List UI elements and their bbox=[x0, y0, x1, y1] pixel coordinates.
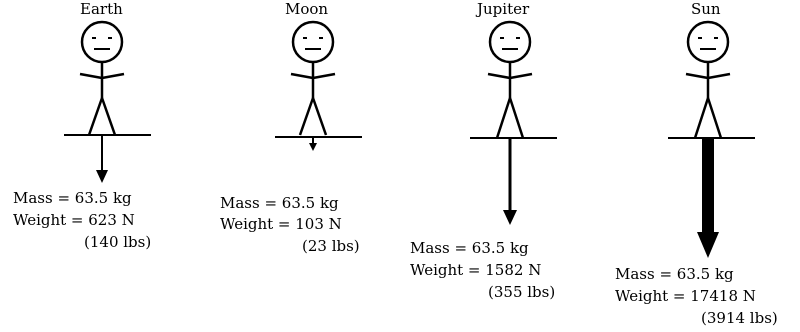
leg-left bbox=[87, 97, 104, 136]
leg-right bbox=[508, 97, 525, 139]
weight-label-earth: Weight = 623 N bbox=[13, 211, 135, 229]
leg-right bbox=[311, 97, 328, 136]
mass-label-earth: Mass = 63.5 kg bbox=[13, 189, 132, 207]
panel-jupiter bbox=[470, 20, 557, 139]
arm-right bbox=[707, 72, 731, 80]
weight-label-moon: Weight = 103 N bbox=[220, 215, 342, 233]
stick-figure bbox=[79, 20, 125, 136]
leg-right bbox=[100, 97, 117, 136]
leg-right bbox=[706, 97, 723, 139]
stick-figure bbox=[685, 20, 731, 139]
panel-title-moon: Moon bbox=[285, 0, 329, 18]
stick-figure bbox=[290, 20, 336, 136]
mass-label-jupiter: Mass = 63.5 kg bbox=[410, 239, 529, 257]
head bbox=[291, 20, 335, 64]
weight-arrow-jupiter bbox=[503, 138, 517, 225]
arm-left bbox=[79, 72, 103, 80]
arm-left bbox=[487, 72, 511, 80]
panel-sun bbox=[668, 20, 755, 139]
mass-label-moon: Mass = 63.5 kg bbox=[220, 194, 339, 212]
panel-title-sun: Sun bbox=[691, 0, 721, 18]
weight-arrow-earth bbox=[96, 135, 108, 183]
arm-right bbox=[101, 72, 125, 80]
arm-left bbox=[290, 72, 314, 80]
panel-moon bbox=[275, 20, 362, 138]
weight-label-sun: Weight = 17418 N bbox=[615, 287, 756, 305]
panel-title-jupiter: Jupiter bbox=[477, 0, 530, 18]
arm-left bbox=[685, 72, 709, 80]
weight-arrow-moon bbox=[309, 137, 317, 151]
stick-figure bbox=[487, 20, 533, 139]
leg-left bbox=[693, 97, 710, 139]
head bbox=[686, 20, 730, 64]
panel-title-earth: Earth bbox=[80, 0, 123, 18]
weight-arrows bbox=[96, 135, 719, 258]
lbs-label-earth: (140 lbs) bbox=[84, 233, 152, 251]
head bbox=[80, 20, 124, 64]
weight-arrow-sun bbox=[697, 138, 719, 258]
lbs-label-moon: (23 lbs) bbox=[302, 237, 360, 255]
leg-left bbox=[495, 97, 512, 139]
arm-right bbox=[509, 72, 533, 80]
arm-right bbox=[312, 72, 336, 80]
mass-label-sun: Mass = 63.5 kg bbox=[615, 265, 734, 283]
panel-earth bbox=[64, 20, 151, 136]
leg-left bbox=[298, 97, 315, 136]
lbs-label-jupiter: (355 lbs) bbox=[488, 283, 556, 301]
weight-label-jupiter: Weight = 1582 N bbox=[410, 261, 542, 279]
head bbox=[488, 20, 532, 64]
lbs-label-sun: (3914 lbs) bbox=[701, 309, 778, 327]
